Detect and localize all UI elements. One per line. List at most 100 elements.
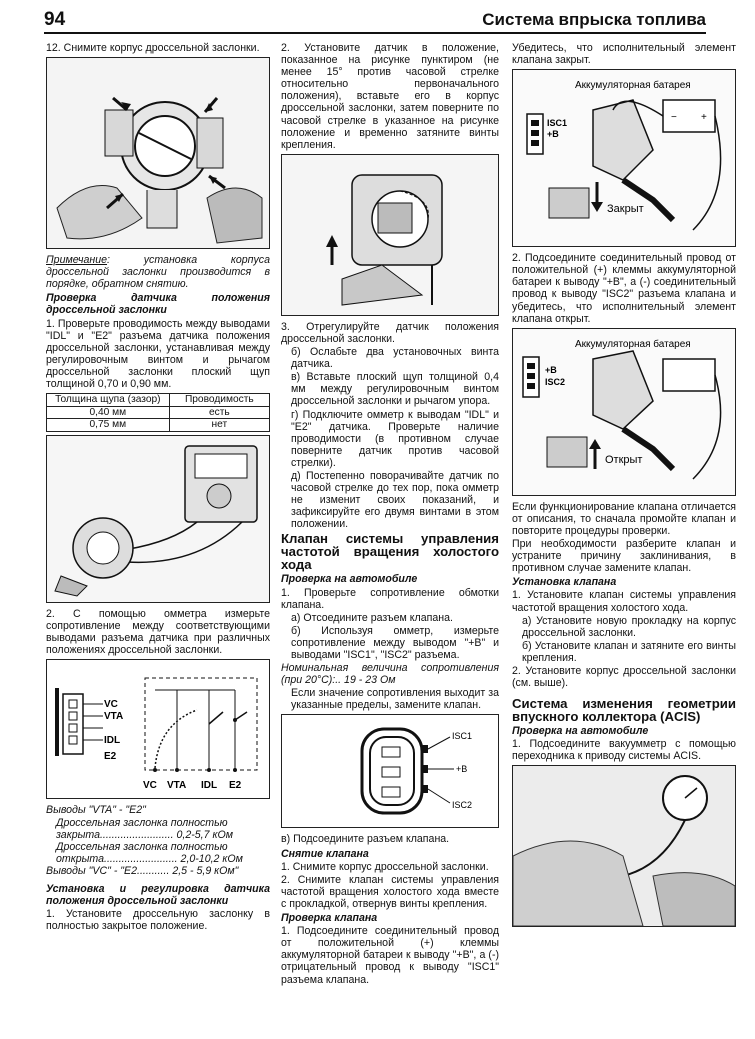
note-label: Примечание [46, 254, 108, 267]
remove-step-2: 2. Снимите клапан системы управления час… [281, 873, 499, 910]
tps-step-2: 2. С помощью омметра измерьте сопротивле… [46, 607, 270, 656]
section-install-valve: Установка клапана [512, 576, 617, 589]
adjust-step-3d: д) Постепенно поворачивайте датчик по ча… [291, 469, 499, 531]
label-plus-b: +B [456, 764, 467, 774]
sensor-rotation-photo [281, 153, 499, 316]
label-vta: VTA [104, 711, 123, 722]
valve-check-step-2: 2. Подсоедините соединительный провод от… [512, 252, 736, 325]
throttle-body-illustration [47, 58, 269, 249]
tps-step-1: 1. Проверьте проводимость между выводами… [46, 317, 270, 391]
label-e2: E2 [104, 751, 117, 762]
table-cell: есть [168, 405, 271, 420]
battery-label: Аккумуляторная батарея [575, 338, 691, 350]
valve-check-step-1: 1. Подсоедините соединительный провод от… [281, 925, 499, 986]
nominal-resistance: Номинальная величина сопротивления (при … [281, 662, 499, 687]
isc-connector-schematic: ISC1 +B ISC2 [360, 727, 472, 815]
section-valve-check: Проверка клапана [281, 912, 378, 925]
heading-acis: Система изменения геометрии впускного ко… [512, 696, 736, 725]
label-plus-b: +B [547, 129, 559, 139]
adjust-step-3: 3. Отрегулируйте датчик положения дроссе… [281, 320, 499, 345]
page-title: Система впрыска топлива [482, 10, 706, 29]
label-isc2: ISC2 [452, 800, 472, 810]
table-row: 0,40 мм есть [46, 405, 271, 420]
if-malfunction-text: Если функционирование клапана отличается… [512, 500, 736, 537]
label-vc-bottom: VC [143, 780, 157, 791]
heading-isc-valve: Клапан системы управления частотой враще… [281, 531, 499, 573]
table-cell: 0,40 мм [46, 405, 170, 420]
section-acis-on-car: Проверка на автомобиле [512, 725, 649, 738]
column-1: 12. Снимите корпус дроссельной заслонки.… [46, 42, 271, 933]
valve-closed-diagram: Аккумуляторная батарея − + ISC1 +B Закры… [512, 69, 736, 248]
adjust-step-3b: б) Ослабьте два установочных винта датчи… [291, 346, 499, 371]
ohmmeter-illustration [47, 435, 269, 602]
install-step-1: 1. Установите клапан системы управления … [512, 589, 736, 614]
spec-value: 0,2-5,7 кОм [176, 829, 233, 842]
section-tps-check: Проверка датчика положения дроссельной з… [46, 292, 270, 317]
spec-closed: Дроссельная заслонка полностью закрыта..… [46, 817, 270, 841]
battery-plus-icon: + [701, 112, 707, 123]
spec-value: 2,5 - 5,9 кОм" [172, 865, 239, 878]
valve-closed-illustration: Аккумуляторная батарея − + ISC1 +B Закры… [513, 70, 735, 247]
label-plus-b: +B [545, 365, 557, 375]
spec-value: 2,0-10,2 кОм [180, 853, 243, 866]
section-remove-valve: Снятие клапана [281, 847, 369, 860]
vacuum-gauge-photo [512, 765, 736, 928]
install-step-2: 2. Установите корпус дроссельной заслонк… [512, 664, 736, 690]
page-number: 94 [44, 9, 66, 30]
battery-minus-icon: − [671, 112, 677, 123]
spec-label: Выводы "VC" - "E2........... [46, 865, 170, 878]
label-isc1: ISC1 [452, 731, 472, 741]
note: Примечание: установка корпуса дроссельно… [46, 254, 270, 290]
remove-step-1: 1. Снимите корпус дроссельной заслонки. [281, 860, 489, 873]
vacuum-gauge-illustration [513, 766, 735, 927]
install-step-1b: б) Установите клапан и затяните его винт… [522, 639, 736, 664]
install-step-2: 2. Установите датчик в положение, показа… [281, 42, 499, 151]
label-isc1: ISC1 [547, 118, 567, 128]
isc-connector-diagram: ISC1 +B ISC2 [281, 714, 499, 829]
valve-open-diagram: Аккумуляторная батарея +B ISC2 Открыт [512, 327, 736, 496]
label-vta-bottom: VTA [167, 780, 186, 791]
isc-step-1v: в) Подсоедините разъем клапана. [281, 833, 450, 846]
tps-circuit-diagram: VC VTA IDL E2 VC VTA IDL E2 [46, 659, 270, 799]
table-header-continuity: Проводимость [168, 393, 271, 407]
spec-label: Дроссельная заслонка полностью открыта..… [56, 841, 228, 866]
install-step-1a: а) Установите новую прокладку на корпус … [522, 614, 736, 639]
page-header: 94 Система впрыска топлива [44, 9, 706, 34]
ohmmeter-test-photo [46, 434, 270, 603]
table-cell: нет [168, 418, 271, 432]
spec-open: Дроссельная заслонка полностью открыта..… [46, 841, 270, 865]
section-tps-adjust: Установка и регулировка датчика положени… [46, 882, 270, 907]
disassemble-text: При необходимости разберите клапан и уст… [512, 538, 736, 575]
label-idl: IDL [104, 735, 120, 746]
spec-label: Дроссельная заслонка полностью закрыта..… [56, 817, 228, 842]
tps-schematic: VC VTA IDL E2 VC VTA IDL E2 [55, 677, 258, 791]
label-vc: VC [104, 699, 118, 710]
section-on-car-check: Проверка на автомобиле [281, 573, 418, 586]
column-3: Убедитесь, что исполнительный элемент кл… [512, 42, 736, 932]
isc-step-1c: Если значение сопротивления выходит за у… [291, 687, 499, 712]
table-header-thickness: Толщина щупа (зазор) [46, 393, 170, 407]
valve-open-illustration: Аккумуляторная батарея +B ISC2 Открыт [513, 328, 735, 495]
label-isc2: ISC2 [545, 377, 565, 387]
spec-vta-e2: Выводы "VTA" - "E2" [46, 804, 146, 816]
open-label: Открыт [605, 454, 642, 466]
throttle-body-photo [46, 57, 270, 250]
label-e2-bottom: E2 [229, 780, 242, 791]
step-12: 12. Снимите корпус дроссельной заслонки. [46, 42, 260, 54]
battery-label: Аккумуляторная батарея [575, 79, 691, 91]
adjust-step-1: 1. Установите дроссельную заслонку в пол… [46, 907, 270, 932]
valve-closed-text: Убедитесь, что исполнительный элемент кл… [512, 42, 736, 67]
closed-label: Закрыт [607, 203, 644, 215]
column-2: 2. Установите датчик в положение, показа… [281, 42, 499, 987]
isc-step-1b: б) Используя омметр, измерьте сопротивле… [291, 624, 499, 661]
spec-vc-e2: Выводы "VC" - "E2........... 2,5 - 5,9 к… [46, 865, 270, 877]
note-text: : установка корпуса дроссельной заслонки… [46, 254, 270, 291]
label-idl-bottom: IDL [201, 780, 217, 791]
feeler-gauge-table: Толщина щупа (зазор) Проводимость 0,40 м… [46, 393, 271, 432]
table-row: 0,75 мм нет [46, 418, 271, 432]
isc-step-1a: а) Отсоедините разъем клапана. [291, 611, 453, 624]
sensor-rotation-illustration [282, 154, 498, 315]
acis-step-1: 1. Подсоедините вакуумметр с помощью пер… [512, 738, 736, 763]
adjust-step-3g: г) Подключите омметр к выводам "IDL" и "… [291, 408, 499, 469]
isc-step-1: 1. Проверьте сопротивление обмотки клапа… [281, 586, 499, 611]
